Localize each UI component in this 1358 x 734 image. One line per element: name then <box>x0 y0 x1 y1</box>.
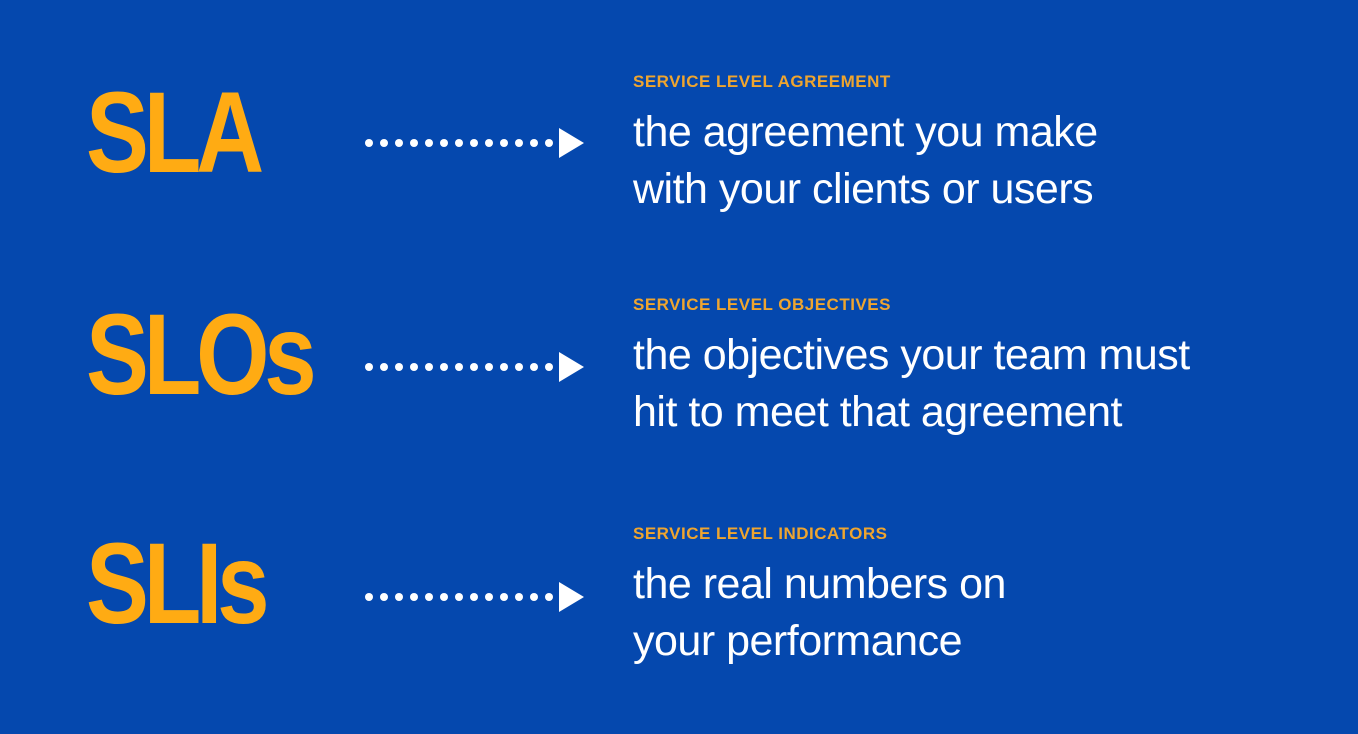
arrow-dot <box>485 363 493 371</box>
arrow-dot <box>380 593 388 601</box>
arrow-dot <box>515 363 523 371</box>
arrow-dot <box>425 363 433 371</box>
arrow-dot <box>455 363 463 371</box>
dotted-arrow <box>365 128 584 158</box>
dotted-arrow <box>365 352 584 382</box>
arrow-dot <box>485 139 493 147</box>
acronym-slos: SLOs <box>86 291 317 419</box>
arrow-dot <box>425 593 433 601</box>
arrow-dot <box>440 363 448 371</box>
arrow-dot <box>500 593 508 601</box>
arrow-dot <box>395 363 403 371</box>
arrow-dot <box>410 593 418 601</box>
definition-text-slis: the real numbers on your performance <box>633 556 1006 670</box>
arrow-dot <box>365 363 373 371</box>
definition-line: with your clients or users <box>633 165 1094 213</box>
arrow-dot <box>545 363 553 371</box>
arrow-dot <box>515 139 523 147</box>
definition-text-sla: the agreement you make with your clients… <box>633 104 1098 218</box>
arrow-dots <box>365 593 553 601</box>
acronym-slis: SLIs <box>86 520 270 648</box>
arrow-dot <box>440 593 448 601</box>
arrow-dot <box>395 593 403 601</box>
arrow-dot <box>485 593 493 601</box>
arrow-dot <box>410 363 418 371</box>
arrow-dot <box>530 139 538 147</box>
arrow-dot <box>515 593 523 601</box>
arrow-head-icon <box>559 582 584 612</box>
arrow-dot <box>545 593 553 601</box>
arrow-dot <box>470 139 478 147</box>
arrow-dot <box>500 139 508 147</box>
arrow-dot <box>500 363 508 371</box>
definition-line: hit to meet that agreement <box>633 388 1122 436</box>
definition-line: the agreement you make <box>633 108 1098 156</box>
arrow-dot <box>530 363 538 371</box>
definition-line: the real numbers on <box>633 560 1006 608</box>
arrow-dot <box>440 139 448 147</box>
arrow-dot <box>470 363 478 371</box>
arrow-dot <box>380 363 388 371</box>
arrow-head-icon <box>559 128 584 158</box>
arrow-dot <box>470 593 478 601</box>
definition-text-slos: the objectives your team must hit to mee… <box>633 327 1190 441</box>
arrow-dot <box>410 139 418 147</box>
arrow-head-icon <box>559 352 584 382</box>
arrow-dot <box>380 139 388 147</box>
eyebrow-label-slis: SERVICE LEVEL INDICATORS <box>633 524 888 543</box>
definition-line: the objectives your team must <box>633 331 1190 379</box>
arrow-dot <box>530 593 538 601</box>
definition-line: your performance <box>633 617 962 665</box>
acronym-sla: SLA <box>86 69 264 197</box>
eyebrow-label-sla: SERVICE LEVEL AGREEMENT <box>633 72 891 91</box>
arrow-dots <box>365 363 553 371</box>
arrow-dot <box>545 139 553 147</box>
arrow-dot <box>365 593 373 601</box>
arrow-dot <box>425 139 433 147</box>
arrow-dot <box>395 139 403 147</box>
arrow-dot <box>365 139 373 147</box>
eyebrow-label-slos: SERVICE LEVEL OBJECTIVES <box>633 295 891 314</box>
dotted-arrow <box>365 582 584 612</box>
arrow-dots <box>365 139 553 147</box>
arrow-dot <box>455 593 463 601</box>
arrow-dot <box>455 139 463 147</box>
